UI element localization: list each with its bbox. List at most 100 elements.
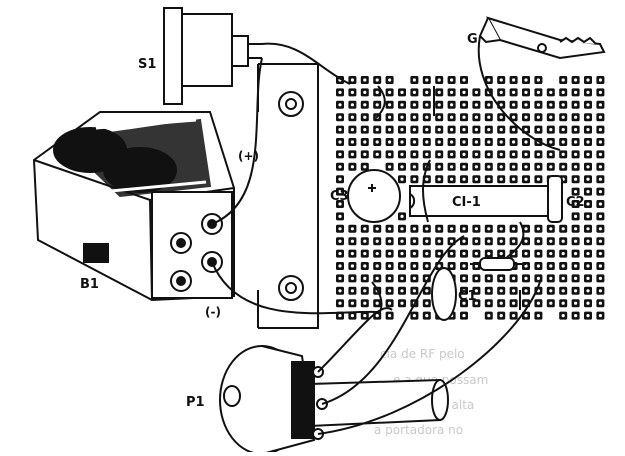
board-hole (499, 165, 503, 169)
board-hole (450, 115, 454, 119)
board-hole (462, 90, 466, 94)
board-hole (598, 115, 603, 119)
board-hole (487, 227, 491, 231)
board-hole (350, 140, 354, 144)
board-hole (437, 177, 441, 181)
board-hole (388, 276, 392, 280)
board-hole (363, 289, 367, 293)
board-hole (524, 314, 528, 318)
board-hole (598, 177, 603, 181)
board-hole (536, 165, 541, 169)
board-hole (574, 128, 578, 132)
board-hole (462, 128, 466, 132)
board-hole (412, 103, 416, 107)
board-hole (574, 252, 578, 256)
board-hole (338, 115, 342, 119)
label-b1: B1 (80, 277, 99, 292)
board-hole (462, 115, 466, 119)
board-hole (524, 115, 528, 119)
board-hole (511, 78, 516, 82)
board-hole (425, 140, 429, 144)
board-hole (350, 90, 354, 94)
board-hole (338, 90, 342, 94)
board-hole (363, 264, 367, 268)
board-hole (437, 239, 441, 243)
board-hole (425, 115, 429, 119)
board-hole (549, 301, 553, 305)
board-hole (462, 239, 466, 243)
board-hole (462, 140, 466, 144)
board-hole (598, 165, 603, 169)
board-hole (499, 177, 503, 181)
board-hole (574, 264, 578, 268)
board-hole (561, 115, 565, 119)
board-hole (375, 314, 379, 318)
board-hole (474, 128, 478, 132)
board-hole (549, 289, 553, 293)
board-hole (536, 314, 541, 318)
board-hole (474, 177, 478, 181)
board-hole (598, 103, 603, 107)
board-hole (574, 276, 578, 280)
board-hole (487, 239, 491, 243)
board-hole (511, 289, 516, 293)
board-hole (499, 140, 503, 144)
board-hole (462, 252, 466, 256)
board-hole (536, 227, 541, 231)
board-hole (474, 227, 478, 231)
board-hole (412, 227, 416, 231)
board-hole (450, 90, 454, 94)
board-hole (462, 276, 466, 280)
board-hole (511, 90, 516, 94)
board-hole (425, 152, 429, 156)
board-hole (586, 301, 590, 305)
board-hole (388, 264, 392, 268)
board-hole (524, 90, 528, 94)
board-hole (499, 227, 503, 231)
board-hole (574, 239, 578, 243)
board-hole (524, 103, 528, 107)
board-hole (338, 190, 342, 194)
board-hole (549, 128, 553, 132)
board-hole (524, 227, 528, 231)
board-hole (474, 115, 478, 119)
board-hole (524, 140, 528, 144)
wire-s1-battery-positive (211, 57, 263, 225)
board-hole (574, 214, 578, 218)
board-hole (350, 152, 354, 156)
board-hole (450, 152, 454, 156)
board-hole (499, 90, 503, 94)
board-hole (437, 152, 441, 156)
board-hole (375, 78, 379, 82)
board-hole (574, 227, 578, 231)
board-hole (412, 128, 416, 132)
label-negative: (-) (205, 305, 221, 319)
board-hole (350, 239, 354, 243)
board-hole (549, 264, 553, 268)
board-hole (350, 115, 354, 119)
board-hole (388, 314, 392, 318)
board-hole (499, 289, 503, 293)
board-hole (350, 227, 354, 231)
board-hole (524, 252, 528, 256)
board-hole (474, 165, 478, 169)
board-hole (474, 90, 478, 94)
board-hole (536, 115, 541, 119)
board-hole (586, 264, 590, 268)
board-hole (487, 177, 491, 181)
board-hole (462, 78, 466, 82)
board-hole (363, 165, 367, 169)
board-hole (388, 301, 392, 305)
board-hole (350, 276, 354, 280)
board-hole (400, 239, 404, 243)
board-hole (363, 140, 367, 144)
board-hole (412, 140, 416, 144)
board-hole (388, 115, 392, 119)
board-hole (462, 103, 466, 107)
board-hole (536, 90, 541, 94)
board-hole (437, 90, 441, 94)
board-hole (511, 103, 516, 107)
board-hole (487, 115, 491, 119)
capacitor-c3: C3 (330, 169, 401, 223)
